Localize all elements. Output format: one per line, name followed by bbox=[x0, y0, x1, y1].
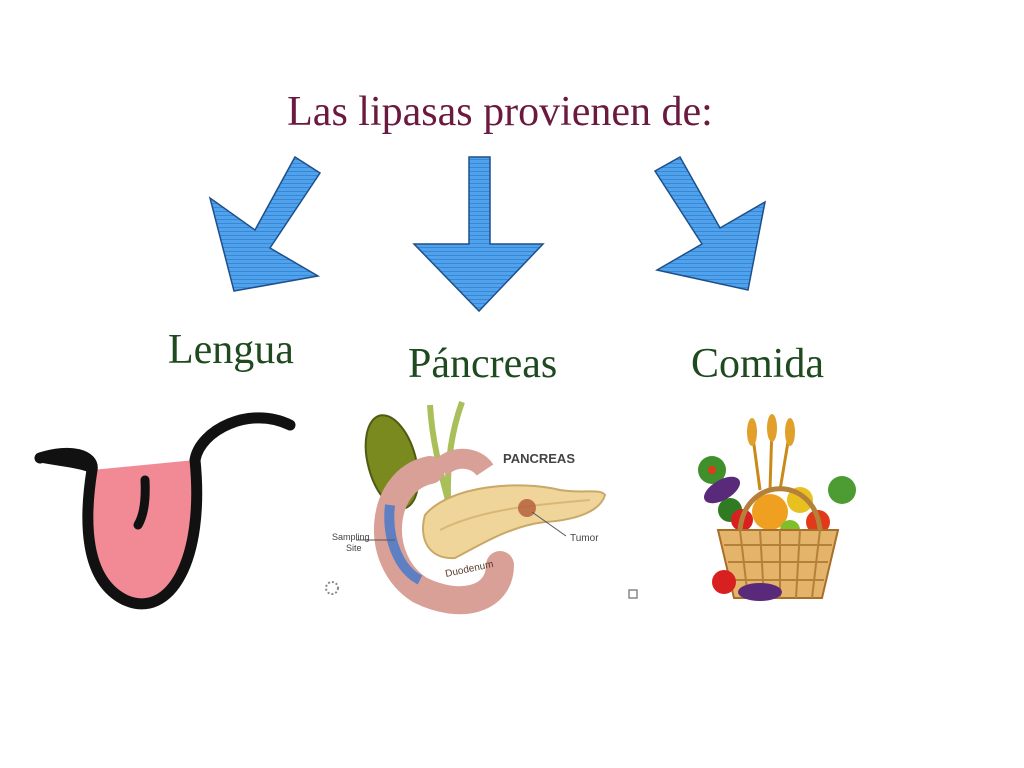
tongue-drawing bbox=[34, 412, 296, 610]
tumor-label: Tumor bbox=[570, 533, 599, 544]
source-label-lengua: Lengua bbox=[168, 327, 294, 373]
pancreas-heading: PANCREAS bbox=[503, 451, 575, 466]
arrow-right bbox=[653, 155, 767, 291]
site-label: Site bbox=[346, 543, 362, 553]
sampling-label: Sampling bbox=[332, 532, 370, 542]
arrow-left bbox=[208, 155, 322, 292]
vegetable-basket bbox=[698, 414, 856, 601]
source-label-comida: Comida bbox=[691, 341, 824, 387]
pancreas-illustration: PANCREAS Tumor Sampling Site Duodenum bbox=[325, 400, 638, 615]
arrow-down bbox=[412, 156, 545, 313]
slide-title: Las lipasas provienen de: bbox=[287, 89, 713, 135]
source-label-pancreas: Páncreas bbox=[408, 341, 558, 387]
